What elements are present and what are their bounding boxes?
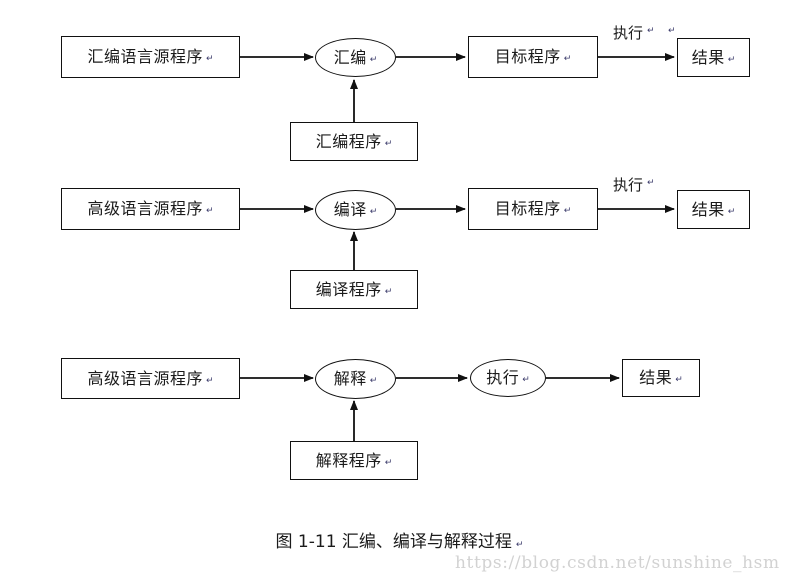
node-label: 编译程序	[315, 279, 382, 299]
paragraph-mark-icon: ↵	[647, 26, 655, 36]
node-label: 解释程序	[315, 450, 382, 470]
paragraph-mark-icon: ↵	[522, 375, 530, 385]
node-source-highlevel-2[interactable]: 高级语言源程序 ↵	[61, 358, 240, 399]
node-label: 解释	[333, 369, 367, 388]
figure-caption-text: 图 1-11 汇编、编译与解释过程	[275, 532, 512, 552]
paragraph-mark-icon: ↵	[205, 206, 214, 216]
watermark-url: https://blog.csdn.net/sunshine_hsm	[455, 553, 780, 573]
paragraph-mark-icon: ↵	[369, 376, 378, 386]
node-label: 结果	[639, 368, 673, 387]
node-result-3[interactable]: 结果 ↵	[622, 359, 700, 397]
node-label: 结果	[691, 47, 725, 67]
paragraph-mark-icon: ↵	[369, 207, 378, 217]
paragraph-mark-icon: ↵	[369, 54, 378, 65]
node-process-assemble[interactable]: 汇编 ↵	[315, 38, 396, 77]
node-tool-interpreter[interactable]: 解释程序 ↵	[290, 441, 418, 480]
node-process-execute[interactable]: 执行 ↵	[470, 359, 546, 397]
paragraph-mark-icon: ↵	[675, 375, 683, 385]
node-result-2[interactable]: 结果 ↵	[677, 190, 750, 229]
paragraph-mark-icon: ↵	[515, 540, 524, 550]
node-process-interpret[interactable]: 解释 ↵	[315, 359, 396, 399]
paragraph-mark-icon: ↵	[563, 206, 572, 216]
node-tool-compiler[interactable]: 编译程序 ↵	[290, 270, 418, 309]
row2-edges	[240, 205, 675, 270]
node-label: 执行	[486, 368, 520, 387]
node-output-target-program-1[interactable]: 目标程序 ↵	[468, 36, 598, 78]
edge-label-execute-1: 执行 ↵	[613, 22, 655, 43]
paragraph-mark-icon: ↵	[727, 206, 736, 217]
paragraph-mark-icon: ↵	[205, 54, 214, 64]
paragraph-mark-icon: ↵	[727, 54, 736, 65]
node-tool-assembler[interactable]: 汇编程序 ↵	[290, 122, 418, 161]
row3-edges	[240, 374, 620, 441]
paragraph-mark-icon: ↵	[205, 375, 214, 386]
node-label: 汇编	[333, 47, 367, 67]
edge-label-execute-2: 执行 ↵	[613, 174, 655, 195]
node-label: 高级语言源程序	[87, 199, 203, 218]
node-source-highlevel-1[interactable]: 高级语言源程序 ↵	[61, 188, 240, 230]
node-label: 结果	[691, 199, 725, 219]
row1-edges	[240, 53, 675, 122]
edge-label-text: 执行	[613, 176, 644, 194]
node-process-compile[interactable]: 编译 ↵	[315, 190, 396, 230]
paragraph-mark-icon: ↵	[384, 457, 393, 468]
node-label: 汇编语言源程序	[87, 47, 203, 66]
figure-caption: 图 1-11 汇编、编译与解释过程↵	[0, 527, 799, 552]
paragraph-mark-icon: ↵	[563, 54, 572, 64]
paragraph-mark-icon: ↵	[668, 26, 676, 36]
edge-label-text: 执行	[613, 24, 644, 42]
node-label: 目标程序	[494, 199, 561, 218]
node-label: 目标程序	[494, 47, 561, 66]
node-source-assembly[interactable]: 汇编语言源程序 ↵	[61, 36, 240, 78]
node-result-1[interactable]: 结果 ↵	[677, 38, 750, 77]
paragraph-mark-icon: ↵	[384, 286, 393, 297]
node-output-target-program-2[interactable]: 目标程序 ↵	[468, 188, 598, 230]
paragraph-mark-icon: ↵	[647, 178, 655, 188]
node-label: 编译	[333, 200, 367, 219]
node-label: 汇编程序	[315, 131, 382, 151]
paragraph-mark-icon: ↵	[384, 138, 393, 149]
node-label: 高级语言源程序	[87, 368, 203, 388]
